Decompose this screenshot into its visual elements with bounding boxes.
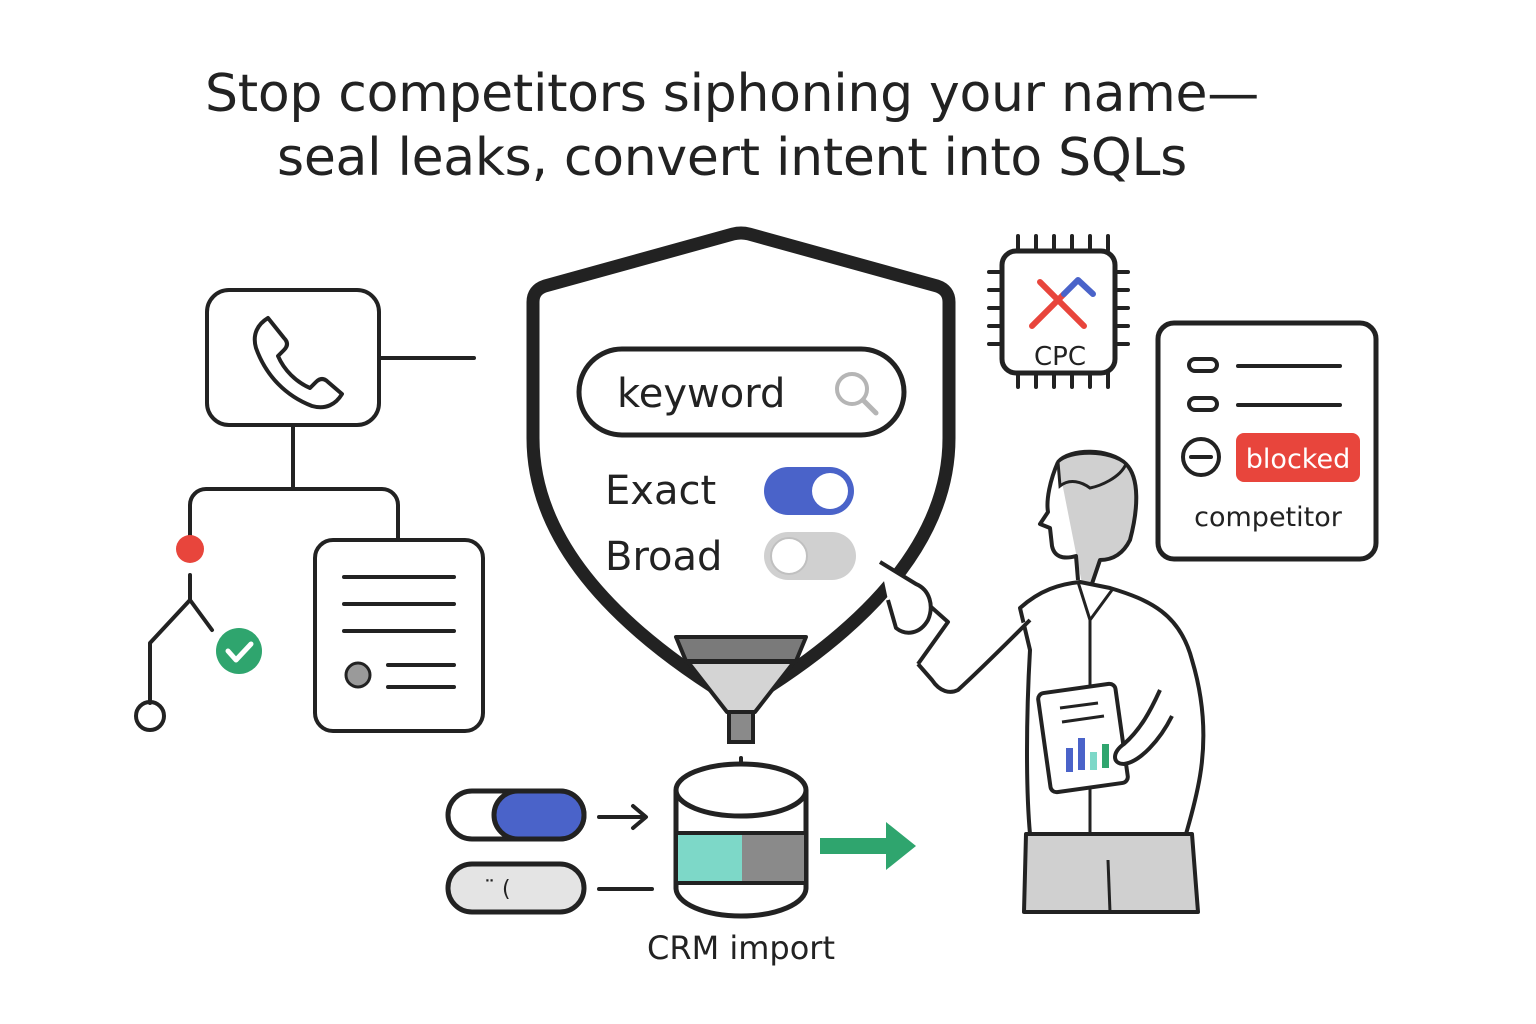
headline: Stop competitors siphoning your name— se…: [0, 62, 1464, 190]
exact-label: Exact: [605, 468, 716, 514]
competitor-label: competitor: [1194, 502, 1343, 533]
headline-line-2: seal leaks, convert intent into SQLs: [277, 128, 1187, 188]
pill-text: ¨ (: [484, 877, 511, 902]
source-pill-bottom: ¨ (: [445, 861, 587, 915]
crm-import-label: CRM import: [647, 929, 835, 967]
green-arrow-icon: [820, 822, 916, 870]
funnel-icon: [674, 635, 808, 744]
broad-label: Broad: [605, 534, 722, 580]
minus-circle-icon: [1181, 437, 1221, 477]
tablet: [1036, 681, 1130, 795]
document-icon: [313, 538, 485, 733]
tree-branches: [188, 487, 400, 542]
blocklist-card: blocked competitor: [1155, 320, 1379, 562]
broad-toggle[interactable]: [764, 532, 856, 580]
exact-toggle[interactable]: [764, 467, 854, 515]
flow-line: [148, 573, 192, 705]
database-icon: [673, 761, 809, 919]
blocked-badge-text: blocked: [1246, 444, 1350, 475]
trend-icon: [1029, 277, 1096, 329]
source-pill-top: [445, 788, 587, 842]
search-icon[interactable]: [835, 372, 879, 416]
arrow-right-icon: [597, 804, 648, 830]
headline-line-1: Stop competitors siphoning your name—: [205, 64, 1259, 124]
call-tracking-group: [134, 288, 485, 733]
chip-icon: CPC: [987, 234, 1130, 389]
flow-branch: [188, 598, 214, 632]
phone-card: [205, 288, 381, 427]
search-value: keyword: [617, 371, 785, 417]
check-icon: [216, 628, 262, 674]
phone-icon: [252, 316, 344, 410]
chip-label: CPC: [1034, 342, 1086, 372]
alert-dot: [176, 535, 204, 563]
blocked-badge: [1236, 433, 1360, 482]
flow-end-node: [134, 700, 166, 732]
presenter-figure: [878, 449, 1206, 914]
shield: [526, 226, 956, 711]
keyword-search-field[interactable]: keyword: [576, 346, 907, 438]
